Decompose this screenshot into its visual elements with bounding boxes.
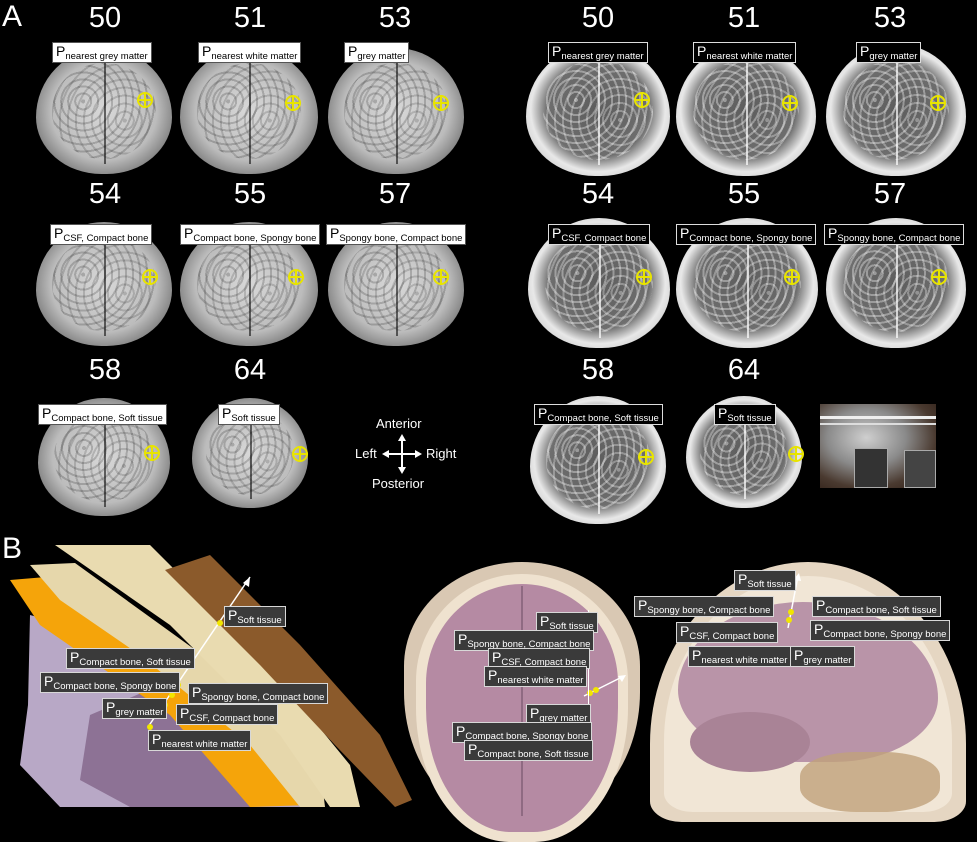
target-crosshair-icon xyxy=(636,269,652,285)
t1-slice-number: 53 xyxy=(378,2,412,34)
target-crosshair-icon xyxy=(433,95,449,111)
target-crosshair-icon xyxy=(288,269,304,285)
target-crosshair-icon xyxy=(930,95,946,111)
t2-slice-number: 53 xyxy=(873,2,907,34)
layer-label: PCompact bone, Soft tissue xyxy=(464,740,593,761)
layer-label: PCompact bone, Spongy bone xyxy=(810,620,951,641)
t2-slice-number: 51 xyxy=(727,2,761,34)
axial-trajectory-icon xyxy=(583,675,626,697)
t1-slice-number: 51 xyxy=(233,2,267,34)
target-crosshair-icon xyxy=(782,95,798,111)
layer-label: PCSF, Compact bone xyxy=(676,622,779,643)
layer-label: Pgrey matter xyxy=(526,704,592,725)
layer-label: PCSF, Compact bone xyxy=(176,704,279,725)
t1-mri-slice xyxy=(36,48,172,174)
layer-label: PSoft tissue xyxy=(224,606,286,627)
target-crosshair-icon xyxy=(784,269,800,285)
slice-label: Pgrey matter xyxy=(856,42,922,63)
t1-slice-number: 54 xyxy=(88,178,122,210)
slice-label: PSoft tissue xyxy=(714,404,776,425)
layer-label: Pnearest white matter xyxy=(688,646,792,667)
layer-label: PCompact bone, Soft tissue xyxy=(812,596,941,617)
orientation-arrows-icon xyxy=(382,434,422,474)
slice-label: PCompact bone, Soft tissue xyxy=(38,404,167,425)
layer-label: PCompact bone, Soft tissue xyxy=(66,648,195,669)
slice-label: Pnearest white matter xyxy=(198,42,302,63)
layer-label: PSpongy bone, Compact bone xyxy=(188,683,329,704)
t2-slice-number: 55 xyxy=(727,178,761,210)
t1-slice-number: 55 xyxy=(233,178,267,210)
slice-label: PSoft tissue xyxy=(218,404,280,425)
slice-label: PSpongy bone, Compact bone xyxy=(824,224,965,245)
t2-mri-slice xyxy=(826,44,966,176)
target-crosshair-icon xyxy=(638,449,654,465)
t2-mri-slice xyxy=(676,44,816,176)
slice-label: PCompact bone, Spongy bone xyxy=(180,224,321,245)
target-crosshair-icon xyxy=(292,446,308,462)
panel-a-letter: A xyxy=(2,0,23,33)
target-crosshair-icon xyxy=(144,445,160,461)
t1-slice-number: 64 xyxy=(233,354,267,386)
slice-label: Pnearest white matter xyxy=(693,42,797,63)
target-crosshair-icon xyxy=(285,95,301,111)
t2-slice-number: 58 xyxy=(581,354,615,386)
t1-slice-number: 58 xyxy=(88,354,122,386)
t1-mri-slice xyxy=(328,48,464,174)
orientation-right: Right xyxy=(426,446,457,461)
t2-slice-number: 57 xyxy=(873,178,907,210)
target-crosshair-icon xyxy=(634,92,650,108)
t2-slice-number: 50 xyxy=(581,2,615,34)
orientation-posterior: Posterior xyxy=(372,476,425,491)
slice-label: PCSF, Compact bone xyxy=(50,224,153,245)
t1-mri-slice xyxy=(180,48,318,174)
t1-slice-number: 57 xyxy=(378,178,412,210)
slice-label: PCompact bone, Soft tissue xyxy=(534,404,663,425)
layer-label: Pgrey matter xyxy=(102,698,168,719)
t1-mri-slice xyxy=(192,398,308,508)
layer-label: PCompact bone, Spongy bone xyxy=(40,672,181,693)
panel-b-letter: B xyxy=(2,532,23,565)
t1-slice-number: 50 xyxy=(88,2,122,34)
target-crosshair-icon xyxy=(433,269,449,285)
layer-label: Pgrey matter xyxy=(790,646,856,667)
slice-label: Pgrey matter xyxy=(344,42,410,63)
target-crosshair-icon xyxy=(137,92,153,108)
orientation-anterior: Anterior xyxy=(376,416,422,431)
slice-label: Pnearest grey matter xyxy=(52,42,152,63)
target-crosshair-icon xyxy=(142,269,158,285)
layer-label: PSpongy bone, Compact bone xyxy=(634,596,775,617)
layer-label: Pnearest white matter xyxy=(484,666,588,687)
slice-label: Pnearest grey matter xyxy=(548,42,648,63)
t2-slice-number: 54 xyxy=(581,178,615,210)
layer-label: PSoft tissue xyxy=(734,570,796,591)
target-crosshair-icon xyxy=(931,269,947,285)
slice-label: PCompact bone, Spongy bone xyxy=(676,224,817,245)
target-crosshair-icon xyxy=(788,446,804,462)
3d-head-thumbnail xyxy=(820,404,936,488)
slice-label: PSpongy bone, Compact bone xyxy=(326,224,467,245)
slice-label: PCSF, Compact bone xyxy=(548,224,651,245)
t2-slice-number: 64 xyxy=(727,354,761,386)
orientation-left: Left xyxy=(355,446,377,461)
layer-label: PCSF, Compact bone xyxy=(488,648,591,669)
t2-mri-slice xyxy=(526,44,670,176)
layer-label: Pnearest white matter xyxy=(148,730,252,751)
